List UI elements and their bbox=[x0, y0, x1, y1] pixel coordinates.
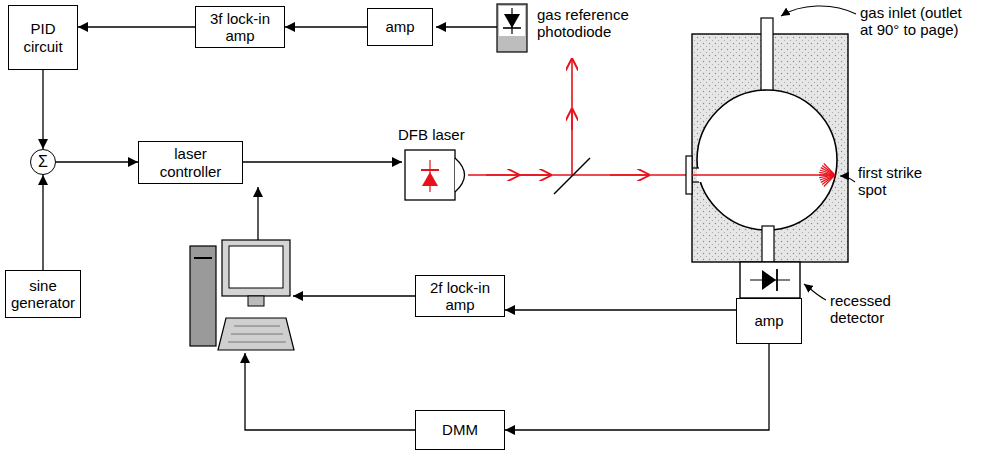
sphere-housing bbox=[692, 181, 699, 182]
scatter-rays bbox=[820, 175, 835, 180]
computer-icon bbox=[218, 318, 294, 350]
annotation: gas inlet (outlet at 90° to page) bbox=[860, 4, 972, 39]
recessed-detector bbox=[750, 279, 790, 280]
computer-icon bbox=[222, 240, 290, 296]
reference-photodiode bbox=[499, 6, 525, 36]
box-label: 2f lock-in amp bbox=[420, 279, 500, 314]
recessed-detector bbox=[740, 262, 800, 298]
summing-junction: Σ bbox=[30, 149, 56, 175]
sphere-housing bbox=[686, 18, 848, 262]
lockin-box: 2f lock-in amp bbox=[415, 275, 505, 318]
laser-beam bbox=[554, 158, 590, 194]
box-label: amp bbox=[754, 312, 783, 329]
dfb-laser bbox=[455, 158, 465, 192]
sphere-housing bbox=[762, 226, 774, 262]
signal-wire bbox=[505, 344, 769, 430]
leader-line bbox=[840, 176, 855, 182]
signal-wire bbox=[42, 175, 43, 270]
meter-box: DMM bbox=[415, 410, 505, 450]
scatter-rays bbox=[819, 164, 835, 187]
sphere-housing bbox=[686, 156, 692, 194]
reference-photodiode bbox=[497, 4, 527, 52]
dfb-laser bbox=[243, 161, 402, 162]
computer-icon bbox=[190, 240, 294, 350]
computer-icon bbox=[248, 296, 264, 306]
sphere-housing bbox=[697, 90, 837, 230]
box-label: DMM bbox=[442, 421, 478, 438]
generator-box: sine generator bbox=[5, 270, 81, 318]
dfb-laser bbox=[243, 150, 465, 200]
laser-beam bbox=[571, 58, 573, 175]
box-label: sine generator bbox=[10, 277, 76, 312]
scatter-rays bbox=[824, 164, 835, 175]
reference-photodiode bbox=[497, 4, 527, 52]
computer-icon bbox=[194, 257, 212, 259]
sphere-housing bbox=[761, 18, 773, 92]
signal-wire bbox=[245, 353, 415, 430]
annotation: DFB laser bbox=[398, 126, 478, 143]
signal-wire bbox=[436, 26, 497, 27]
lockin-box: 3f lock-in amp bbox=[195, 6, 285, 49]
leader-line bbox=[781, 6, 856, 300]
laser-beam bbox=[610, 174, 650, 176]
computer-icon bbox=[229, 246, 283, 288]
signal-wire bbox=[78, 26, 195, 27]
scatter-rays bbox=[819, 175, 835, 178]
laser-beam bbox=[571, 108, 573, 130]
box-label: laser controller bbox=[143, 145, 238, 180]
signal-wire bbox=[42, 70, 43, 149]
annotation: recessed detector bbox=[830, 292, 910, 327]
annotation: gas reference photodiode bbox=[537, 6, 641, 41]
sphere-housing bbox=[692, 167, 699, 168]
signal-wire bbox=[285, 26, 367, 27]
dfb-laser bbox=[405, 150, 455, 200]
recessed-detector bbox=[740, 262, 800, 298]
box-label: 3f lock-in amp bbox=[200, 10, 280, 45]
box-label: Σ bbox=[38, 153, 48, 171]
leader-line bbox=[804, 284, 826, 300]
sphere-housing bbox=[692, 174, 835, 176]
laser-beam bbox=[468, 174, 835, 176]
laser-beam bbox=[486, 174, 520, 176]
box-label: amp bbox=[385, 18, 414, 35]
laser-beam bbox=[520, 174, 552, 176]
amp-box: amp bbox=[736, 298, 802, 344]
computer-icon bbox=[228, 326, 286, 342]
computer-icon bbox=[190, 246, 216, 346]
annotation: first strike spot bbox=[858, 164, 944, 199]
leader-line bbox=[781, 6, 856, 16]
control-wire bbox=[257, 187, 258, 240]
signal-wire bbox=[56, 161, 138, 162]
reference-photodiode bbox=[511, 8, 512, 34]
dfb-laser bbox=[429, 160, 430, 192]
amp-box: amp bbox=[367, 8, 433, 46]
controller-box: laser controller bbox=[138, 141, 243, 184]
box-label: PID circuit bbox=[13, 20, 73, 55]
signal-wire bbox=[293, 295, 415, 296]
pid-box: PID circuit bbox=[8, 5, 78, 70]
signal-wire bbox=[505, 309, 736, 310]
